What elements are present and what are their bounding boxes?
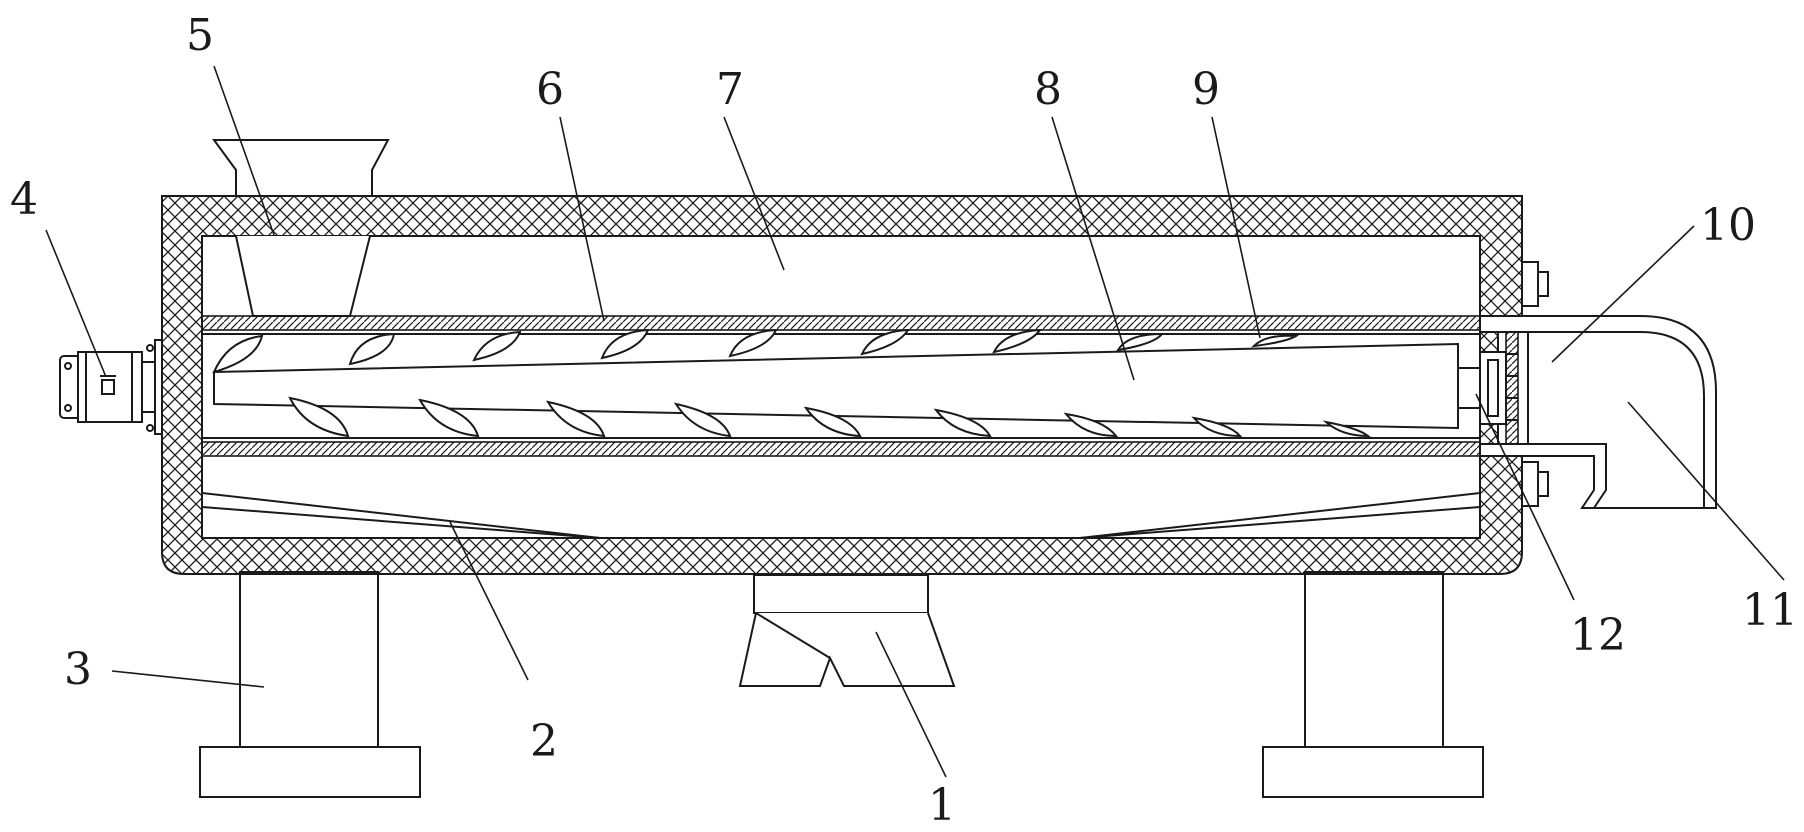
label-4: 4: [10, 174, 38, 225]
tube-wall-top: [202, 315, 1480, 331]
label-7: 7: [716, 64, 744, 115]
screw-blades-lower: [288, 396, 1371, 438]
sloped-trough-bottom: [202, 492, 1480, 538]
right-flange-bolts: [1521, 261, 1549, 507]
screw-shaft: [213, 342, 1459, 430]
motor: [59, 339, 163, 435]
tube-wall-bottom: [202, 441, 1480, 457]
leader-lines: [45, 65, 1785, 778]
screw-blades-upper: [212, 328, 1300, 374]
left-leg: [199, 571, 421, 798]
bearing-block: [1457, 367, 1480, 409]
label-8: 8: [1034, 64, 1062, 115]
discharge-outlet: [738, 574, 956, 687]
right-leg: [1262, 571, 1484, 798]
label-12: 12: [1570, 610, 1626, 661]
label-10: 10: [1700, 200, 1756, 251]
hopper-lower: [235, 236, 371, 317]
label-3: 3: [64, 644, 92, 695]
label-5: 5: [186, 10, 214, 61]
air-duct: [1479, 315, 1717, 509]
label-1: 1: [928, 780, 956, 831]
fan-filter: [1497, 331, 1529, 445]
label-9: 9: [1192, 64, 1220, 115]
label-11: 11: [1742, 585, 1798, 636]
label-2: 2: [530, 716, 558, 767]
label-6: 6: [536, 64, 564, 115]
hopper-upper: [212, 139, 390, 197]
